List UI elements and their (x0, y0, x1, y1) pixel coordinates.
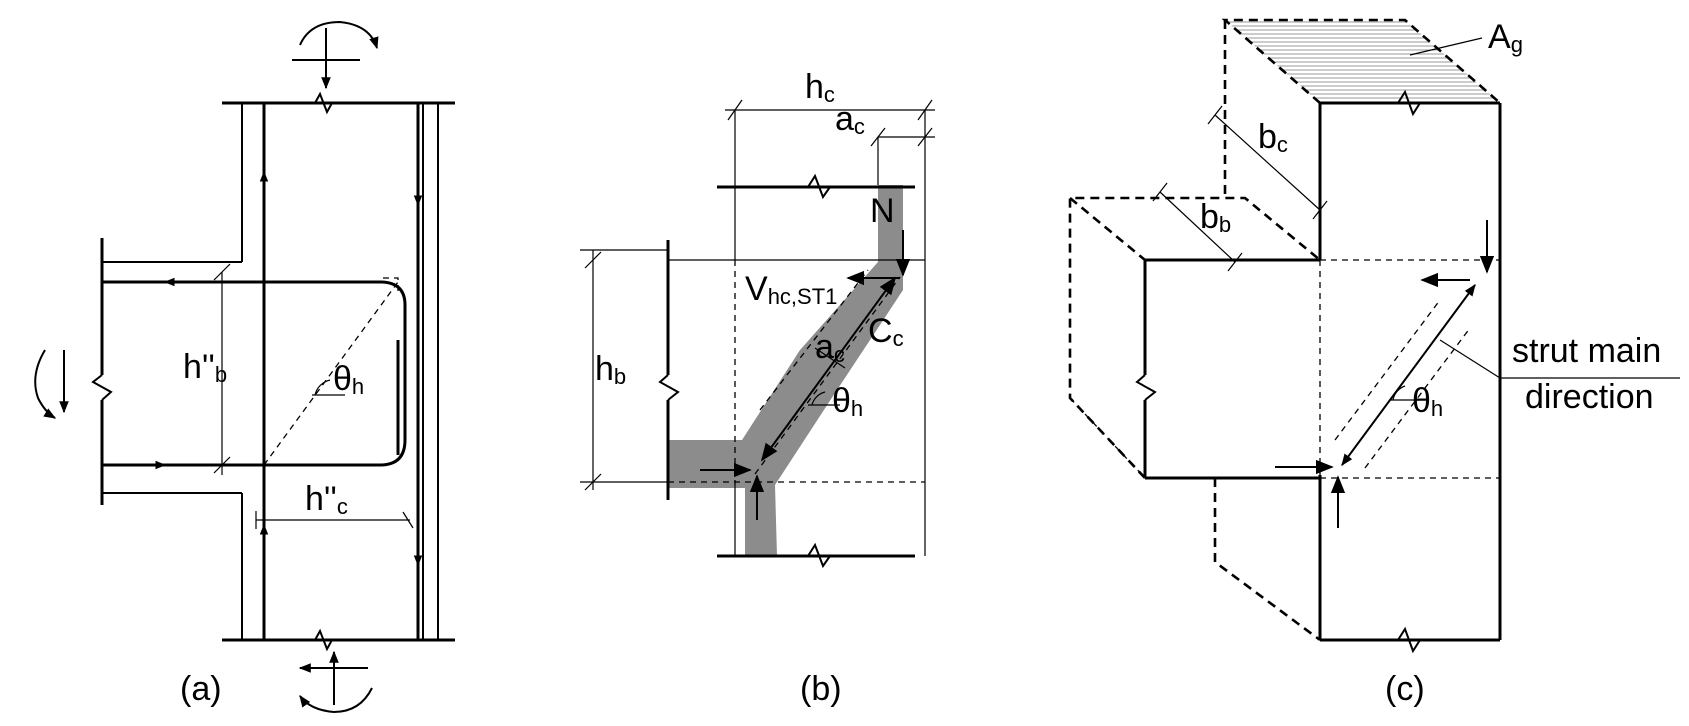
theta-label: θh (832, 382, 863, 421)
beam-depth-edge (1069, 196, 1146, 262)
dim-tick (402, 511, 414, 529)
leader-line (1409, 37, 1483, 56)
column-top-outline (1221, 18, 1501, 104)
break-mark (1397, 89, 1421, 117)
caption-a: (a) (180, 670, 222, 708)
break-mark (807, 542, 831, 569)
column-bottom-outline (1213, 478, 1321, 642)
corner-mark (383, 277, 399, 293)
strut-label-line2: direction (1525, 378, 1654, 416)
break-mark (1135, 374, 1157, 401)
ac-mid-label: ac (815, 328, 845, 367)
bb-label: bb (1200, 198, 1231, 237)
strut-label-line1: strut main (1512, 332, 1661, 370)
dimension-bb (1159, 191, 1236, 263)
caption-b: (b) (800, 670, 842, 708)
dim-tick (917, 127, 933, 147)
beam-depth-edge (1069, 397, 1146, 479)
moment-bottom-symbol (298, 650, 373, 714)
break-mark (1397, 626, 1421, 654)
strut-dash (1334, 299, 1441, 441)
strut-dash (1364, 327, 1471, 469)
Ag-label: Ag (1488, 18, 1523, 57)
break-mark (314, 628, 333, 652)
beam-rebar-hook (102, 280, 407, 467)
hc-label: h''c (305, 480, 348, 519)
panel-c: θh strut main direction Ag bc bb (c) (1068, 18, 1680, 708)
panel-b: N Vhc,ST1 Cc ac θh hc ac hb (b) (580, 68, 935, 708)
strut-force-arrow (760, 276, 897, 462)
dim-tick (213, 263, 231, 281)
break-mark (91, 374, 113, 401)
panel-a: θh h''b h''c (a) (34, 20, 455, 714)
N-label: N (870, 192, 895, 230)
dim-tick (213, 456, 231, 474)
moment-left-symbol (34, 349, 69, 419)
beam-back-outline (1068, 196, 1321, 479)
dim-tick (727, 99, 743, 121)
strut-band (668, 185, 903, 556)
angle-arc (1392, 385, 1406, 401)
dim-tick (1227, 252, 1243, 272)
theta-label: θh (1412, 382, 1443, 421)
dimension-ac (814, 347, 846, 369)
break-mark (314, 91, 333, 115)
dim-tick (870, 127, 886, 147)
dim-tick (584, 251, 602, 269)
moment-top-symbol (292, 20, 379, 90)
break-mark (658, 374, 680, 401)
break-mark (807, 173, 831, 200)
leader-line (1439, 339, 1501, 379)
dim-tick (1207, 105, 1223, 125)
angle-arc (314, 379, 331, 396)
theta-label: θh (333, 360, 364, 399)
hc-label: hc (805, 68, 835, 107)
caption-c: (c) (1385, 670, 1425, 708)
Cc-label: Cc (868, 312, 904, 351)
angle-arc (811, 391, 826, 406)
bc-label: bc (1258, 118, 1288, 157)
V-label: Vhc,ST1 (745, 270, 837, 309)
hb-label: hb (595, 350, 626, 389)
dim-tick (1152, 182, 1168, 202)
strut-line (263, 281, 399, 466)
dim-tick (1312, 200, 1328, 220)
hb-label: h''b (183, 348, 227, 387)
gross-area-hatch (1225, 20, 1500, 103)
dim-tick (917, 99, 933, 121)
ac-top-label: ac (835, 100, 865, 139)
strut-arrow (1341, 284, 1476, 466)
dim-tick (584, 473, 602, 491)
dimension-bc (1214, 114, 1321, 211)
